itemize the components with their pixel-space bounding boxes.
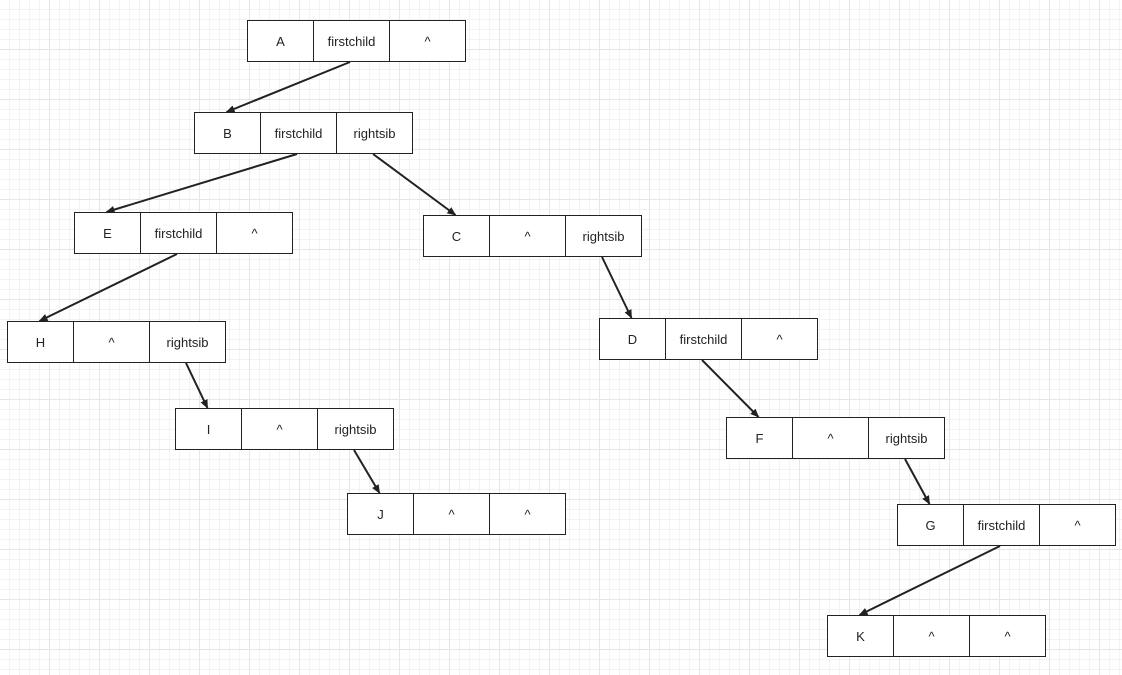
data-cell: B — [223, 125, 232, 141]
node-e: E firstchild ^ — [74, 212, 293, 254]
firstchild-cell: ^ — [241, 409, 317, 449]
edge-b-rightsib-to-c — [372, 153, 457, 216]
rightsib-cell: ^ — [969, 616, 1045, 656]
data-cell: F — [755, 430, 764, 446]
node-h: H ^ rightsib — [7, 321, 226, 363]
node-b: B firstchild rightsib — [194, 112, 413, 154]
node-i: I ^ rightsib — [175, 408, 394, 450]
rightsib-cell: ^ — [1039, 505, 1115, 545]
data-cell: G — [925, 517, 936, 533]
firstchild-cell: ^ — [792, 418, 868, 458]
data-cell: E — [103, 225, 112, 241]
node-a: A firstchild ^ — [247, 20, 466, 62]
firstchild-cell: firstchild — [963, 505, 1039, 545]
firstchild-cell: ^ — [413, 494, 489, 534]
rightsib-cell: rightsib — [149, 322, 225, 362]
firstchild-cell: ^ — [73, 322, 149, 362]
firstchild-cell: firstchild — [313, 21, 389, 61]
node-c: C ^ rightsib — [423, 215, 642, 257]
firstchild-cell: ^ — [489, 216, 565, 256]
edge-g-firstchild-to-k — [858, 545, 1001, 616]
firstchild-cell: firstchild — [260, 113, 336, 153]
edge-d-firstchild-to-f — [701, 359, 760, 418]
data-cell: I — [206, 421, 211, 437]
data-cell: K — [856, 628, 865, 644]
edge-c-rightsib-to-d — [601, 256, 633, 319]
node-g: G firstchild ^ — [897, 504, 1116, 546]
node-d: D firstchild ^ — [599, 318, 818, 360]
rightsib-cell: rightsib — [317, 409, 393, 449]
node-j: J ^ ^ — [347, 493, 566, 535]
data-cell: D — [627, 331, 638, 347]
rightsib-cell: rightsib — [336, 113, 412, 153]
rightsib-cell: ^ — [216, 213, 292, 253]
firstchild-cell: firstchild — [665, 319, 741, 359]
data-cell: J — [377, 506, 384, 522]
data-cell: H — [35, 334, 46, 350]
node-f: F ^ rightsib — [726, 417, 945, 459]
edge-f-rightsib-to-g — [904, 458, 931, 505]
edge-b-firstchild-to-e — [105, 153, 298, 214]
data-cell: A — [276, 33, 285, 49]
edge-e-firstchild-to-h — [38, 253, 178, 322]
rightsib-cell: rightsib — [565, 216, 641, 256]
edge-h-rightsib-to-i — [185, 362, 209, 409]
rightsib-cell: ^ — [389, 21, 465, 61]
firstchild-cell: firstchild — [140, 213, 216, 253]
node-k: K ^ ^ — [827, 615, 1046, 657]
data-cell: C — [451, 228, 462, 244]
firstchild-cell: ^ — [893, 616, 969, 656]
rightsib-cell: ^ — [489, 494, 565, 534]
edge-a-firstchild-to-b — [225, 61, 351, 113]
rightsib-cell: rightsib — [868, 418, 944, 458]
rightsib-cell: ^ — [741, 319, 817, 359]
edge-i-rightsib-to-j — [353, 449, 381, 494]
